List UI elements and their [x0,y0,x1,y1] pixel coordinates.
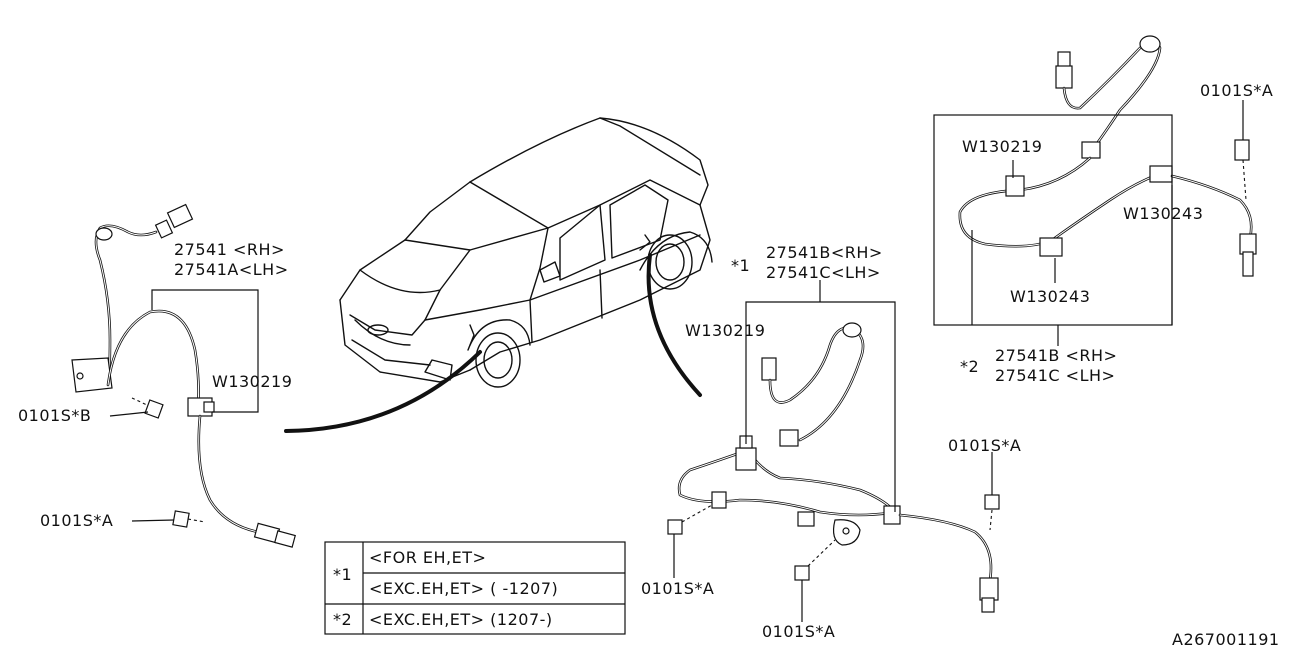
middle-clip-label: W130219 [685,321,765,340]
left-part-lh-label: 27541A<LH> [174,260,289,279]
right-bolt-label: 0101S*A [1200,81,1273,100]
left-clip-label: W130219 [212,372,292,391]
notes-table: *1 <FOR EH,ET> <EXC.EH,ET> ( -1207) *2 <… [324,541,626,635]
right-part-rh-label: 27541B <RH> [995,346,1117,365]
left-bolt-a-label: 0101S*A [40,511,113,530]
right-harness-drawing [958,35,1257,277]
middle-harness-drawing [667,322,1000,613]
left-leader-line [284,350,482,433]
notes-row-3-text: <EXC.EH,ET> (1207-) [369,610,553,629]
middle-part-lh-label: 27541C<LH> [766,263,881,282]
middle-callout-bracket [745,301,896,512]
notes-row-3-mark: *2 [333,610,352,629]
left-bolt-b-leader [109,411,149,417]
right-clip-a-label: W130243 [1123,204,1203,223]
right-note-mark: *2 [960,357,979,376]
diagram-id: A267001191 [1172,630,1280,649]
right-clip-b-label: W130243 [1010,287,1090,306]
notes-row-1-mark: *1 [333,565,352,584]
left-bolt-b-label: 0101S*B [18,406,91,425]
right-clip-label: W130219 [962,137,1042,156]
left-bolt-a-leader [131,519,175,522]
middle-leader-line [646,253,702,397]
left-callout-bracket [151,289,259,413]
middle-part-rh-label: 27541B<RH> [766,243,883,262]
middle-note-mark: *1 [731,256,750,275]
middle-bolt-left-label: 0101S*A [641,579,714,598]
notes-row-1-text: <FOR EH,ET> [369,548,486,567]
middle-bolt-right-label: 0101S*A [948,436,1021,455]
left-part-rh-label: 27541 <RH> [174,240,285,259]
right-part-lh-label: 27541C <LH> [995,366,1115,385]
middle-bolt-bottom-label: 0101S*A [762,622,835,641]
notes-row-2-text: <EXC.EH,ET> ( -1207) [369,579,558,598]
left-harness-drawing [71,203,296,548]
vehicle-illustration [339,117,713,388]
